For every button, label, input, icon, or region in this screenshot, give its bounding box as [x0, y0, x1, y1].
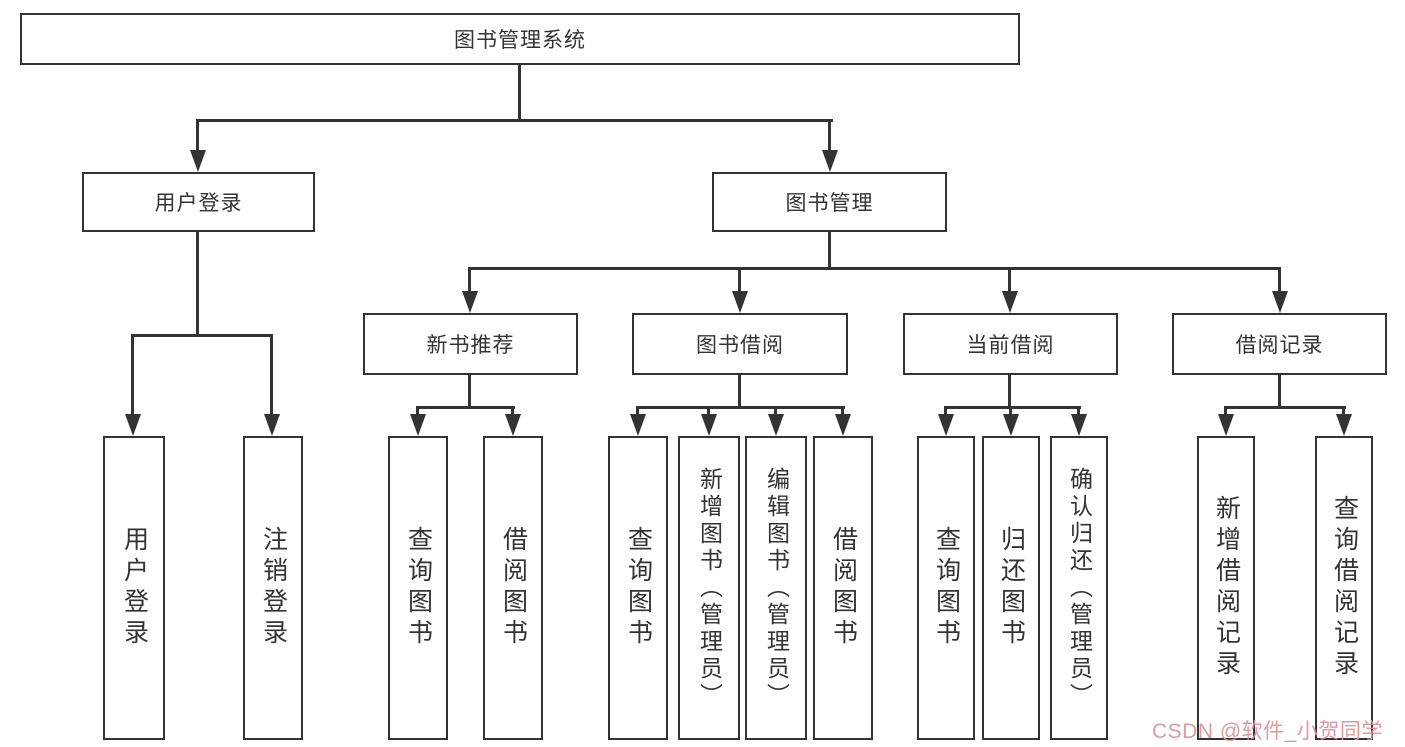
leaf-cb-return-book-label: 归还图书	[997, 526, 1026, 650]
arrowhead-nb-leaf-1	[410, 414, 426, 436]
leaf-br-add-record: 新增借阅记录	[1197, 436, 1255, 740]
arrowhead-bb-leaf-1	[630, 414, 646, 436]
leaf-user-login-label: 用户登录	[120, 526, 149, 650]
leaf-bb-borrow-book: 借阅图书	[813, 436, 873, 740]
arrowhead-cb-leaf-1	[938, 414, 954, 436]
arrowhead-bb-leaf-3	[768, 414, 784, 436]
arrowhead-logout-leaf	[264, 414, 280, 436]
node-new-book-recommend-label: 新书推荐	[426, 334, 515, 357]
node-book-management: 图书管理	[712, 172, 947, 232]
node-book-borrow-label: 图书借阅	[696, 334, 784, 357]
leaf-bb-query-book: 查询图书	[608, 436, 668, 740]
connector-borrow-records-stem	[1278, 375, 1281, 409]
connector-book-borrow-split	[636, 406, 845, 409]
arrowhead-br-leaf-2	[1336, 414, 1352, 436]
connector-new-book-stem	[468, 375, 471, 409]
leaf-cb-query-book: 查询图书	[917, 436, 975, 740]
connector-to-bb-leaf-1	[636, 406, 639, 418]
arrowhead-borrow-records	[1272, 291, 1288, 313]
arrowhead-book-management	[822, 150, 838, 172]
arrowhead-nb-leaf-2	[505, 414, 521, 436]
node-new-book-recommend: 新书推荐	[363, 313, 578, 375]
leaf-br-query-record-label: 查询借阅记录	[1330, 495, 1359, 681]
connector-to-borrow-records	[1278, 267, 1281, 295]
connector-new-book-split	[416, 406, 515, 409]
node-book-management-label: 图书管理	[785, 192, 874, 215]
leaf-br-add-record-label: 新增借阅记录	[1212, 495, 1241, 681]
arrowhead-current-borrow	[1002, 291, 1018, 313]
node-current-borrow-label: 当前借阅	[966, 334, 1055, 357]
arrowhead-cb-leaf-3	[1071, 414, 1087, 436]
node-book-borrow: 图书借阅	[632, 313, 848, 375]
connector-root-split	[196, 119, 833, 122]
connector-to-br-leaf-1	[1224, 406, 1227, 418]
leaf-cb-confirm-return: 确认归还（管理员）	[1050, 436, 1108, 740]
connector-book-management-split	[468, 267, 1281, 270]
connector-to-nb-leaf-2	[511, 406, 514, 418]
connector-to-current-borrow	[1008, 267, 1011, 295]
connector-to-bb-leaf-2	[707, 406, 710, 418]
node-borrow-records: 借阅记录	[1172, 313, 1387, 375]
arrowhead-bb-leaf-2	[701, 414, 717, 436]
connector-to-user-login	[196, 119, 199, 153]
connector-to-book-management	[828, 119, 831, 153]
connector-to-logout-leaf	[270, 334, 273, 416]
leaf-cb-confirm-return-label: 确认归还（管理员）	[1066, 466, 1093, 710]
leaf-bb-borrow-book-label: 借阅图书	[829, 526, 858, 650]
connector-user-login-split	[131, 334, 273, 337]
node-user-login-label: 用户登录	[154, 192, 243, 215]
node-borrow-records-label: 借阅记录	[1235, 334, 1324, 357]
connector-book-borrow-stem	[738, 375, 741, 409]
leaf-nb-borrow-book-label: 借阅图书	[499, 526, 528, 650]
arrowhead-login-leaf	[125, 414, 141, 436]
leaf-logout: 注销登录	[243, 436, 303, 740]
connector-to-book-borrow	[738, 267, 741, 295]
leaf-bb-edit-book-label: 编辑图书（管理员）	[763, 466, 790, 710]
leaf-nb-query-book-label: 查询图书	[404, 526, 433, 650]
leaf-nb-query-book: 查询图书	[388, 436, 448, 740]
leaf-nb-borrow-book: 借阅图书	[483, 436, 543, 740]
connector-to-login-leaf	[131, 334, 134, 416]
connector-to-bb-leaf-4	[841, 406, 844, 418]
connector-root-stem	[518, 65, 521, 121]
connector-to-cb-leaf-2	[1009, 406, 1012, 418]
connector-to-new-book	[468, 267, 471, 295]
leaf-logout-label: 注销登录	[259, 526, 288, 650]
leaf-user-login: 用户登录	[103, 436, 165, 740]
connector-current-borrow-stem	[1008, 375, 1011, 409]
arrowhead-user-login	[190, 150, 206, 172]
connector-to-nb-leaf-1	[416, 406, 419, 418]
connector-to-cb-leaf-1	[944, 406, 947, 418]
arrowhead-book-borrow	[732, 291, 748, 313]
arrowhead-new-book	[462, 291, 478, 313]
node-root: 图书管理系统	[20, 13, 1020, 65]
leaf-br-query-record: 查询借阅记录	[1315, 436, 1373, 740]
arrowhead-bb-leaf-4	[835, 414, 851, 436]
connector-to-bb-leaf-3	[774, 406, 777, 418]
leaf-bb-query-book-label: 查询图书	[624, 526, 653, 650]
connector-book-management-stem	[828, 232, 831, 270]
connector-to-cb-leaf-3	[1077, 406, 1080, 418]
leaf-bb-add-book-label: 新增图书（管理员）	[696, 466, 723, 710]
leaf-cb-query-book-label: 查询图书	[932, 526, 961, 650]
arrowhead-br-leaf-1	[1218, 414, 1234, 436]
leaf-bb-edit-book: 编辑图书（管理员）	[745, 436, 807, 740]
connector-user-login-stem	[196, 232, 199, 336]
node-current-borrow: 当前借阅	[903, 313, 1118, 375]
node-root-label: 图书管理系统	[454, 29, 586, 52]
node-user-login: 用户登录	[82, 172, 315, 232]
csdn-watermark: CSDN @软件_小贺同学	[1152, 720, 1383, 743]
leaf-bb-add-book: 新增图书（管理员）	[678, 436, 740, 740]
arrowhead-cb-leaf-2	[1003, 414, 1019, 436]
leaf-cb-return-book: 归还图书	[982, 436, 1040, 740]
connector-to-br-leaf-2	[1342, 406, 1345, 418]
connector-current-borrow-split	[944, 406, 1081, 409]
connector-borrow-records-split	[1224, 406, 1346, 409]
